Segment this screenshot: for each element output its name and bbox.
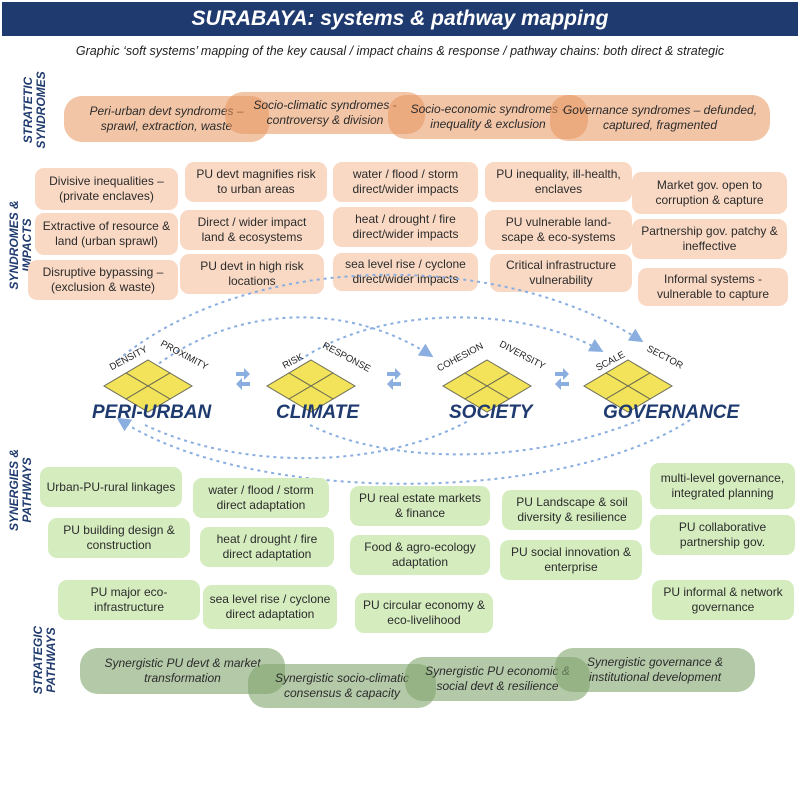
impact-box: Direct / wider impact land & ecosystems <box>180 210 324 250</box>
pathway-text: sea level rise / cyclone direct adaptati… <box>209 592 331 621</box>
diamond-peri-urban <box>103 359 193 413</box>
impact-box: sea level rise / cyclone direct/wider im… <box>333 253 478 291</box>
subtitle: Graphic ‘soft systems’ mapping of the ke… <box>75 44 725 58</box>
pathway-box: PU informal & network governance <box>652 580 794 620</box>
impact-box: PU vulnerable land-scape & eco-systems <box>485 210 632 250</box>
diamond-governance <box>583 359 673 413</box>
impact-text: Critical infrastructure vulnerability <box>505 258 617 287</box>
syndrome-text: Socio-climatic syndromes - controversy &… <box>253 98 397 127</box>
pathway-box: heat / drought / fire direct adaptation <box>200 527 334 567</box>
domain-title-peri-urban: PERI-URBAN <box>92 402 212 423</box>
pathway-box: PU circular economy & eco-livelihood <box>355 593 493 633</box>
pathway-box: sea level rise / cyclone direct adaptati… <box>203 585 337 629</box>
bottom-arc-right <box>309 419 641 456</box>
impact-box: PU devt in high risk locations <box>180 254 324 294</box>
pathway-text: PU building design & construction <box>63 523 175 552</box>
impact-box: Extractive of resource & land (urban spr… <box>35 213 178 255</box>
pathway-text: PU circular economy & eco-livelihood <box>362 598 486 627</box>
syndrome-text: Socio-economic syndromes - inequality & … <box>410 102 566 131</box>
syndrome-pill-governance: Governance syndromes – defunded, capture… <box>550 95 770 141</box>
strategic-text: Synergistic governance & institutional d… <box>586 655 724 684</box>
top-arc-right <box>299 316 604 361</box>
strategic-text: Synergistic PU devt & market transformat… <box>104 656 261 685</box>
pathway-box: PU social innovation & enterprise <box>500 540 642 580</box>
pathway-text: Food & agro-ecology adaptation <box>364 540 476 569</box>
domain-title-climate: CLIMATE <box>276 402 360 423</box>
pathway-text: PU major eco-infrastructure <box>90 585 168 614</box>
pathway-text: PU Landscape & soil diversity & resilien… <box>516 495 628 524</box>
impact-box: Disruptive bypassing – (exclusion & wast… <box>28 260 178 300</box>
double-arrow-icon <box>236 368 250 390</box>
pathway-box: PU major eco-infrastructure <box>58 580 200 620</box>
top-arc-outer <box>117 273 644 361</box>
pathway-box: multi-level governance, integrated plann… <box>650 463 795 509</box>
impact-text: Partnership gov. patchy & ineffective <box>641 224 778 253</box>
syndrome-text: Peri-urban devt syndromes – sprawl, extr… <box>89 104 244 133</box>
strategic-pill-socio-climatic: Synergistic socio-climatic consensus & c… <box>248 664 436 708</box>
impact-box: heat / drought / fire direct/wider impac… <box>333 207 478 247</box>
pathway-text: Urban-PU-rural linkages <box>46 479 176 494</box>
pathway-text: PU social innovation & enterprise <box>510 545 632 574</box>
title-banner: SURABAYA: systems & pathway mapping <box>2 2 798 36</box>
pathway-box: Urban-PU-rural linkages <box>40 467 182 507</box>
impact-text: Disruptive bypassing – (exclusion & wast… <box>42 265 164 294</box>
impact-text: PU vulnerable land-scape & eco-systems <box>501 215 616 244</box>
double-arrow-icon <box>555 368 569 390</box>
strategic-text: Synergistic socio-climatic consensus & c… <box>274 671 410 700</box>
impact-box: PU inequality, ill-health, enclaves <box>485 162 632 202</box>
domain-title-society: SOCIETY <box>449 402 533 423</box>
impact-box: Critical infrastructure vulnerability <box>490 254 632 292</box>
impact-text: Informal systems - vulnerable to capture <box>656 272 770 301</box>
impact-box: Informal systems - vulnerable to capture <box>638 268 788 306</box>
pathway-text: heat / drought / fire direct adaptation <box>216 532 318 561</box>
impact-text: sea level rise / cyclone direct/wider im… <box>345 257 466 286</box>
syndrome-text: Governance syndromes – defunded, capture… <box>562 103 758 132</box>
pathway-box: water / flood / storm direct adaptation <box>193 478 329 518</box>
strategic-text: Synergistic PU economic & social devt & … <box>425 664 570 693</box>
impact-text: Extractive of resource & land (urban spr… <box>42 219 171 248</box>
pathway-text: multi-level governance, integrated plann… <box>660 471 785 500</box>
impact-text: Direct / wider impact land & ecosystems <box>197 215 307 244</box>
pathway-text: PU real estate markets & finance <box>358 491 482 520</box>
pathway-box: PU Landscape & soil diversity & resilien… <box>502 490 642 530</box>
impact-text: PU devt in high risk locations <box>200 259 304 288</box>
impact-box: Market gov. open to corruption & capture <box>632 172 787 214</box>
strategic-pill-governance: Synergistic governance & institutional d… <box>555 648 755 692</box>
impact-text: PU inequality, ill-health, enclaves <box>496 167 621 196</box>
impact-text: Divisive inequalities – (private enclave… <box>49 174 164 203</box>
impact-box: Divisive inequalities – (private enclave… <box>35 168 178 210</box>
pathway-text: PU collaborative partnership gov. <box>678 520 767 549</box>
pathway-box: Food & agro-ecology adaptation <box>350 535 490 575</box>
impact-box: PU devt magnifies risk to urban areas <box>185 162 327 202</box>
diamond-climate <box>266 359 356 413</box>
impact-text: water / flood / storm direct/wider impac… <box>352 167 459 196</box>
page-title: SURABAYA: systems & pathway mapping <box>191 7 609 30</box>
impact-box: water / flood / storm direct/wider impac… <box>333 162 478 202</box>
pathway-text: PU informal & network governance <box>663 585 783 614</box>
pathway-box: PU real estate markets & finance <box>350 486 490 526</box>
bottom-arc-outer <box>116 417 691 485</box>
strategic-pill-socio-economic: Synergistic PU economic & social devt & … <box>405 657 590 701</box>
pathway-box: PU collaborative partnership gov. <box>650 515 795 555</box>
double-arrow-icon <box>387 368 401 390</box>
impact-text: PU devt magnifies risk to urban areas <box>196 167 316 196</box>
pathway-text: water / flood / storm direct adaptation <box>208 483 314 512</box>
pathway-box: PU building design & construction <box>48 518 190 558</box>
causal-chain-arcs <box>116 273 691 485</box>
impact-text: Market gov. open to corruption & capture <box>655 178 764 207</box>
impact-text: heat / drought / fire direct/wider impac… <box>352 212 459 241</box>
diamond-society <box>442 359 532 413</box>
impact-box: Partnership gov. patchy & ineffective <box>632 219 787 259</box>
domain-title-governance: GOVERNANCE <box>603 402 740 423</box>
bottom-arc-left <box>144 419 471 460</box>
